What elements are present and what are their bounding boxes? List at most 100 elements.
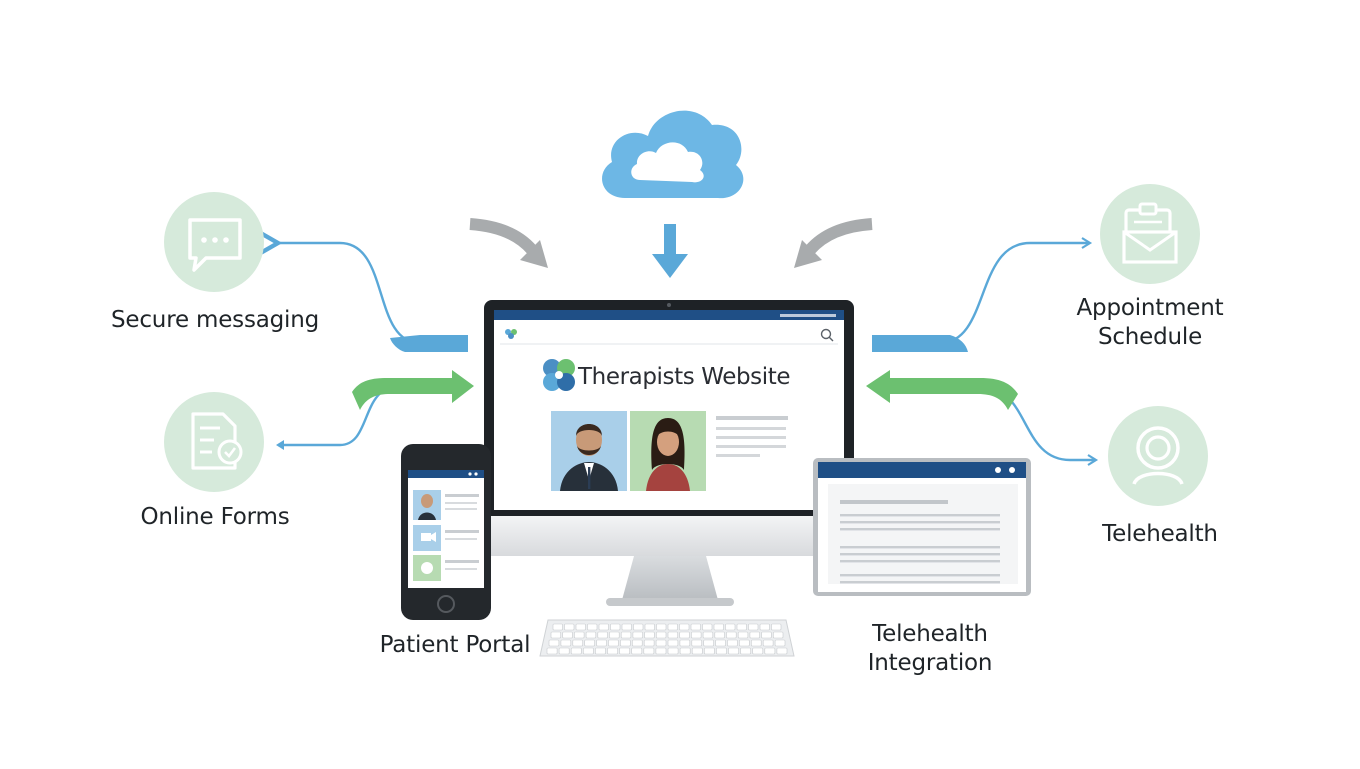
- keyboard-key: [632, 631, 643, 639]
- keyboard-key: [739, 639, 750, 647]
- keyboard-key: [631, 639, 643, 647]
- online-forms-node: [164, 392, 264, 492]
- keyboard-key: [562, 631, 573, 639]
- keyboard-key: [552, 623, 563, 631]
- keyboard-key: [725, 623, 736, 631]
- keyboard-key: [585, 631, 597, 639]
- keyboard-key: [610, 623, 621, 631]
- keyboard-key: [774, 639, 786, 647]
- telehealth-node: [1108, 406, 1208, 506]
- tablet-text-line: [840, 560, 1000, 563]
- keyboard-key: [749, 631, 760, 639]
- keyboard-key: [752, 647, 764, 655]
- cloud-down-arrow: [652, 224, 688, 278]
- keyboard-key: [667, 647, 679, 655]
- label-telehealth-integration: Telehealth Integration: [867, 621, 993, 676]
- keyboard-key: [667, 631, 678, 639]
- keyboard-key: [761, 631, 772, 639]
- keyboard-key: [546, 647, 558, 655]
- chat-bubble-icon: [188, 218, 242, 272]
- keyboard-key: [574, 631, 585, 639]
- keyboard-key: [691, 639, 702, 647]
- therapist-photo-male: [551, 411, 627, 491]
- keyboard-key: [702, 623, 713, 631]
- keyboard-key: [679, 639, 691, 647]
- tablet-text-line: [840, 500, 948, 504]
- keyboard: [539, 619, 795, 657]
- appointment-node: [1100, 184, 1200, 284]
- keyboard-key: [643, 639, 655, 647]
- clipboard-envelope-icon: [1122, 202, 1178, 264]
- keyboard-key: [679, 631, 690, 639]
- keyboard-key: [643, 647, 655, 655]
- tablet-text-line: [840, 581, 1000, 584]
- keyboard-key: [759, 623, 770, 631]
- keyboard-keys: [546, 623, 788, 655]
- tablet-text-line: [840, 521, 1000, 524]
- keyboard-key: [667, 639, 679, 647]
- keyboard-key: [776, 647, 788, 655]
- keyboard-key: [587, 623, 598, 631]
- keyboard-key: [607, 647, 618, 655]
- keyboard-key: [598, 623, 609, 631]
- keyboard-key: [691, 647, 703, 655]
- content-text-lines: [716, 416, 788, 457]
- keyboard-key: [644, 623, 655, 631]
- blue-connector-secure-messaging: [260, 231, 468, 352]
- keyboard-key: [621, 623, 632, 631]
- keyboard-key: [570, 647, 582, 655]
- secure-messaging-node: [164, 192, 264, 292]
- keyboard-key: [608, 639, 619, 647]
- tablet-device: [813, 458, 1031, 596]
- browser-bar: [494, 310, 844, 320]
- keyboard-key: [679, 623, 690, 631]
- green-connector-online-forms: [276, 370, 474, 450]
- tablet-text-line: [840, 546, 1000, 549]
- keyboard-key: [691, 631, 702, 639]
- keyboard-key: [736, 623, 747, 631]
- keyboard-key: [728, 647, 739, 655]
- keyboard-key: [703, 647, 715, 655]
- keyboard-key: [564, 623, 575, 631]
- keyboard-key: [558, 647, 570, 655]
- keyboard-key: [620, 639, 631, 647]
- label-secure-messaging: Secure messaging: [111, 307, 319, 333]
- keyboard-key: [748, 623, 759, 631]
- keyboard-key: [750, 639, 762, 647]
- tablet-text-line: [840, 574, 1000, 577]
- keyboard-key: [655, 647, 667, 655]
- clover-logo-small: [505, 329, 517, 339]
- keyboard-key: [716, 647, 727, 655]
- keyboard-key: [667, 623, 678, 631]
- keyboard-key: [726, 631, 737, 639]
- search-icon[interactable]: [820, 328, 834, 342]
- tablet-text-line: [840, 528, 1000, 531]
- label-patient-portal: Patient Portal: [379, 632, 531, 658]
- cloud-icon: [602, 110, 744, 199]
- keyboard-key: [764, 647, 776, 655]
- keyboard-key: [737, 631, 749, 639]
- label-appointment-schedule: Appointment Schedule: [1076, 295, 1224, 350]
- therapist-photo-female: [630, 411, 706, 491]
- keyboard-key: [550, 631, 561, 639]
- gray-arrow-right: [794, 218, 873, 268]
- keyboard-key: [679, 647, 691, 655]
- document-form-icon: [191, 412, 243, 470]
- desktop-monitor: [484, 300, 854, 606]
- keyboard-key: [644, 631, 655, 639]
- keyboard-key: [771, 623, 782, 631]
- keyboard-key: [575, 623, 586, 631]
- keyboard-key: [690, 623, 701, 631]
- label-online-forms: Online Forms: [140, 504, 290, 530]
- blue-connector-appointment: [872, 237, 1093, 352]
- keyboard-key: [620, 631, 632, 639]
- green-connector-telehealth: [866, 370, 1099, 466]
- person-headset-icon: [1132, 426, 1184, 485]
- keyboard-key: [713, 623, 724, 631]
- website-title: Therapists Website: [578, 364, 791, 390]
- keyboard-key: [715, 639, 726, 647]
- keyboard-key: [762, 639, 774, 647]
- gray-arrow-left: [469, 218, 548, 268]
